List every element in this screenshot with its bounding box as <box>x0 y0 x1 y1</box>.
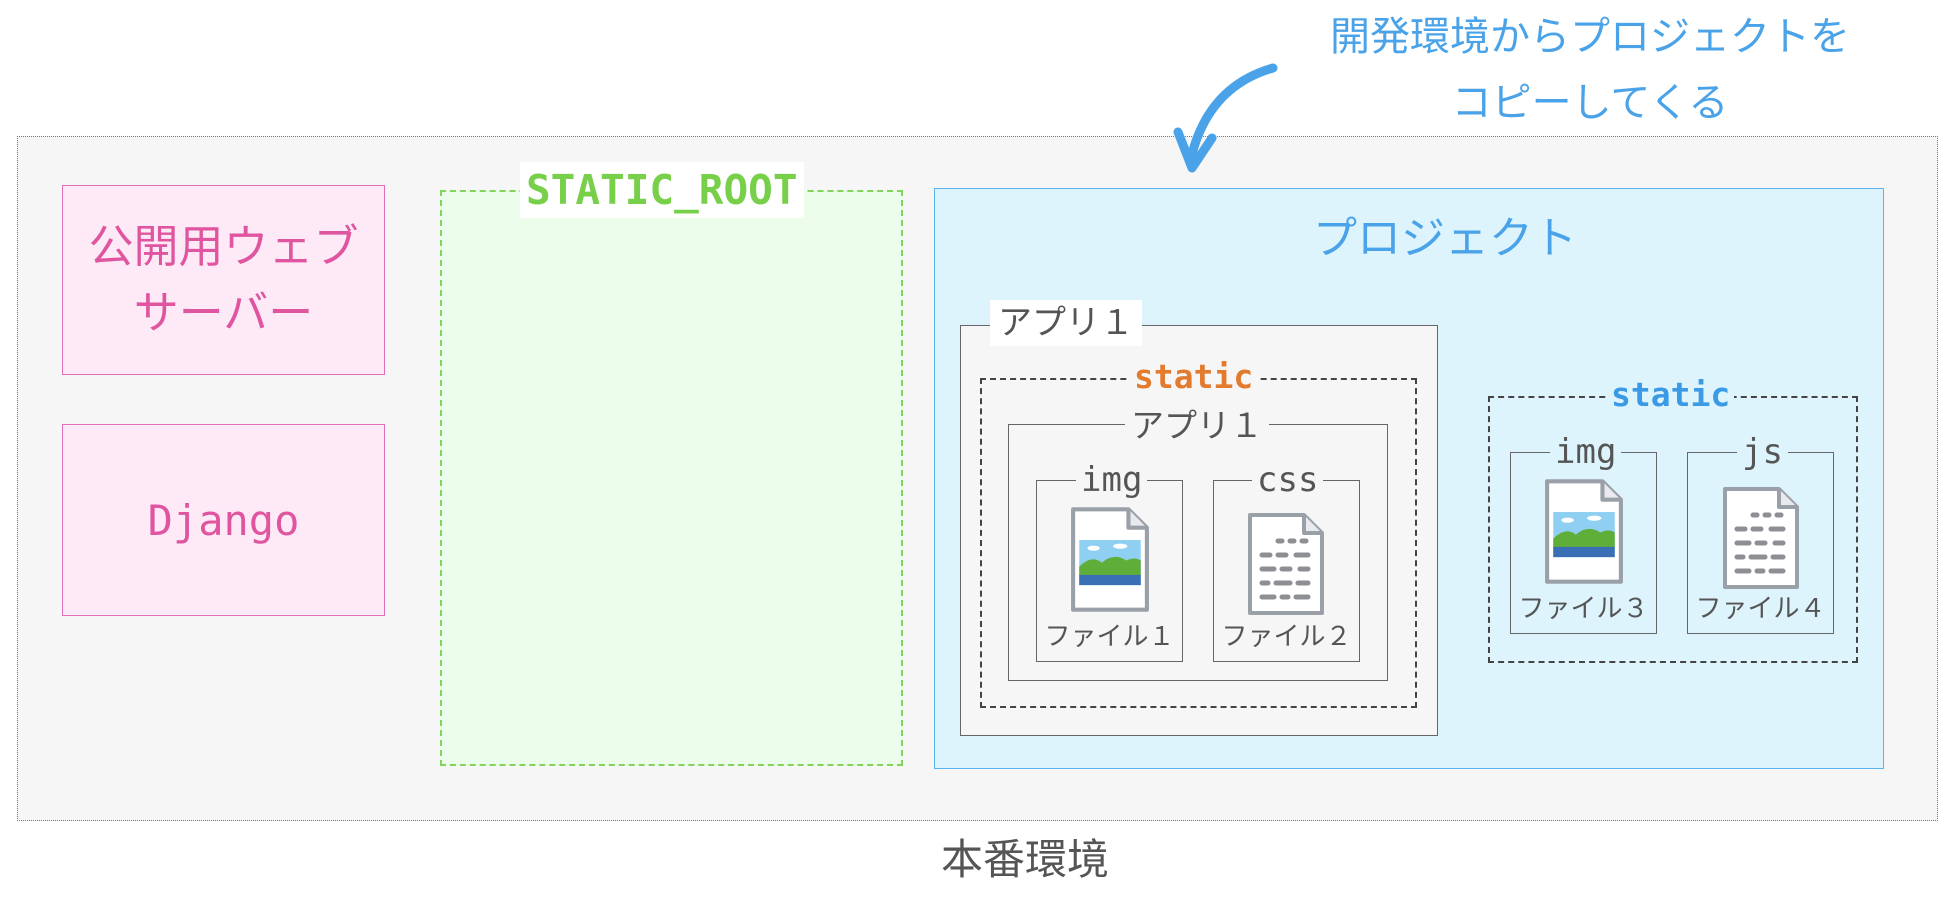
file-label: ファイル１ <box>1044 622 1175 652</box>
app-namespace-label: アプリ１ <box>1125 404 1269 448</box>
project-label: プロジェクト <box>1313 213 1577 264</box>
file-label: ファイル４ <box>1695 594 1826 624</box>
django-label: Django <box>147 495 300 545</box>
project-static-label: static <box>1607 373 1735 417</box>
static-root-box <box>440 190 903 766</box>
js-folder-label: js <box>1737 432 1788 472</box>
app-label: アプリ１ <box>990 300 1142 346</box>
file-label: ファイル２ <box>1221 622 1352 652</box>
copy-note-line2: コピーしてくる <box>1451 80 1729 126</box>
copy-note-line1: 開発環境からプロジェクトを <box>1330 14 1850 60</box>
img-folder-label: img <box>1550 432 1622 472</box>
web-server-label-line2: サーバー <box>133 286 314 339</box>
text-file-icon <box>1246 511 1326 617</box>
production-environment-label: 本番環境 <box>940 835 1109 884</box>
image-file-icon <box>1069 505 1151 614</box>
copy-note: 開発環境からプロジェクトを コピーしてくる <box>1240 4 1940 136</box>
text-file-icon <box>1721 485 1801 591</box>
curved-arrow-icon <box>1173 63 1278 173</box>
img-folder-label: img <box>1076 460 1148 500</box>
image-file-icon <box>1543 477 1625 586</box>
django-box: Django <box>62 424 385 616</box>
web-server-box: 公開用ウェブ サーバー <box>62 185 385 375</box>
css-folder-label: css <box>1252 460 1324 500</box>
file-label: ファイル３ <box>1518 594 1649 624</box>
static-root-label: STATIC_ROOT <box>520 162 804 218</box>
app-static-label: static <box>1130 355 1258 399</box>
web-server-label-line1: 公開用ウェブ <box>88 220 359 273</box>
